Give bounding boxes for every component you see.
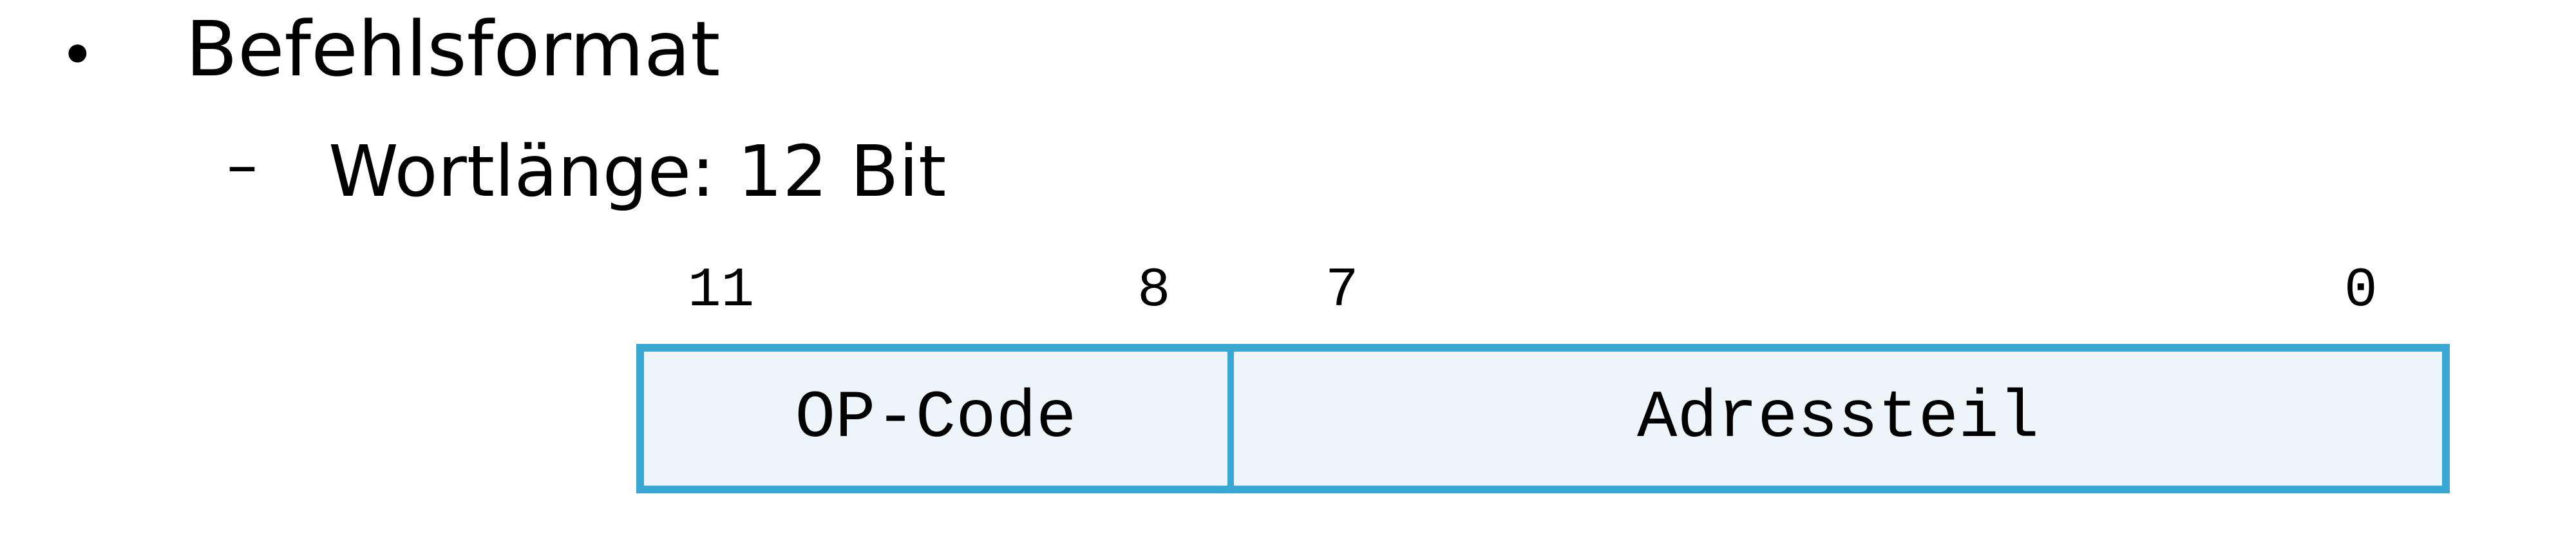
bit-label-address-low: 0 xyxy=(2344,259,2378,322)
bit-label-address-high: 7 xyxy=(1325,259,1359,322)
bullet-marker: • xyxy=(59,19,96,91)
sub-bullet-marker: – xyxy=(227,129,258,201)
opcode-field: OP-Code xyxy=(644,352,1234,486)
instruction-word: OP-Code Adressteil xyxy=(636,344,2450,493)
subheading: Wortlänge: 12 Bit xyxy=(328,130,947,213)
bit-label-opcode-low: 8 xyxy=(1137,259,1171,322)
address-field: Adressteil xyxy=(1636,381,2040,457)
bit-label-opcode-high: 11 xyxy=(688,259,755,322)
heading: Befehlsformat xyxy=(185,5,721,93)
